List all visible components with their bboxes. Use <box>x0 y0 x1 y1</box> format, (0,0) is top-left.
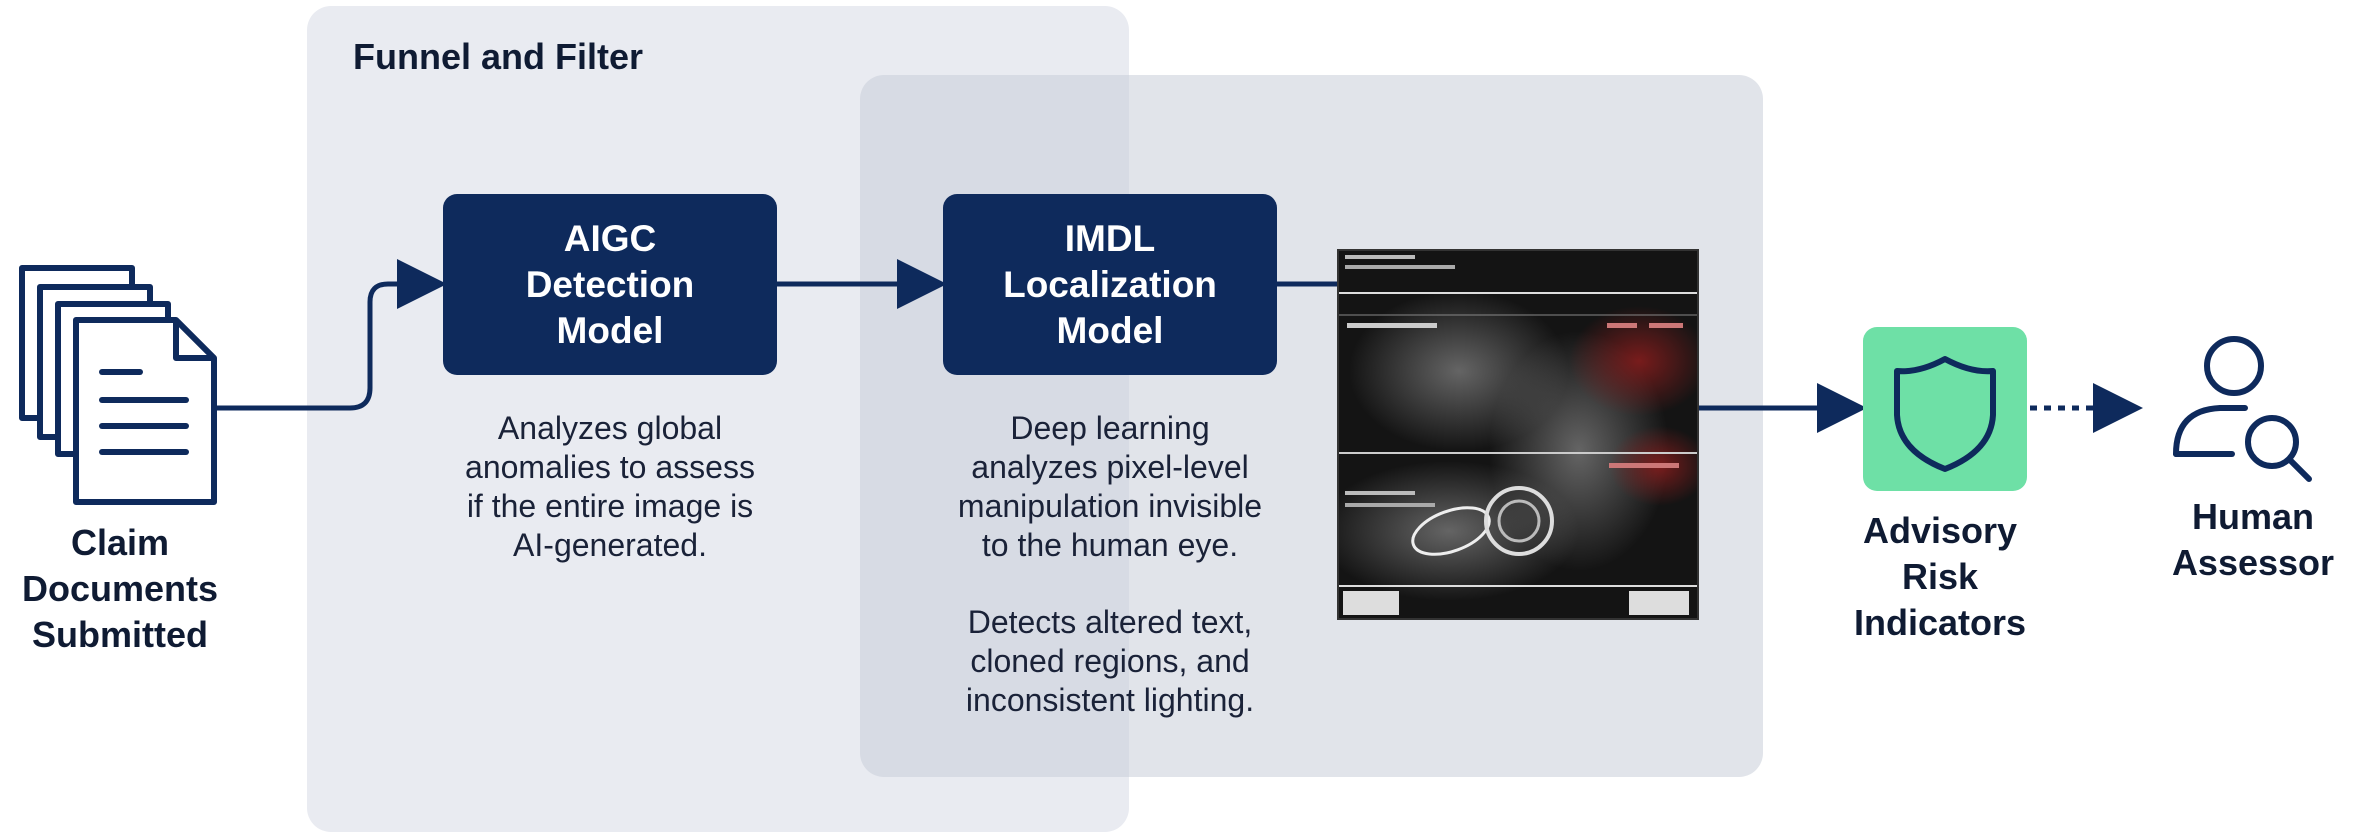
claim-documents-label: Claim Documents Submitted <box>21 522 219 655</box>
advisory-risk-indicators-label: Advisory Risk Indicators <box>1853 510 2027 643</box>
arrow-docs-to-aigc <box>214 259 447 411</box>
human-assessor-label: Human Assessor <box>2171 496 2335 583</box>
aigc-detection-model-box: AIGC Detection Model <box>443 194 777 375</box>
shield-icon <box>1894 356 1996 472</box>
imdl-description: Deep learning analyzes pixel-level manip… <box>957 410 1263 563</box>
funnel-panel-title: Funnel and Filter <box>353 36 644 77</box>
advisory-risk-indicator-box <box>1863 327 2027 491</box>
imdl-detection-details: Detects altered text, cloned regions, an… <box>965 604 1255 718</box>
analyzed-document-image <box>1337 249 1699 620</box>
imdl-localization-model-box: IMDL Localization Model <box>943 194 1277 375</box>
aigc-description: Analyzes global anomalies to assess if t… <box>465 410 755 563</box>
